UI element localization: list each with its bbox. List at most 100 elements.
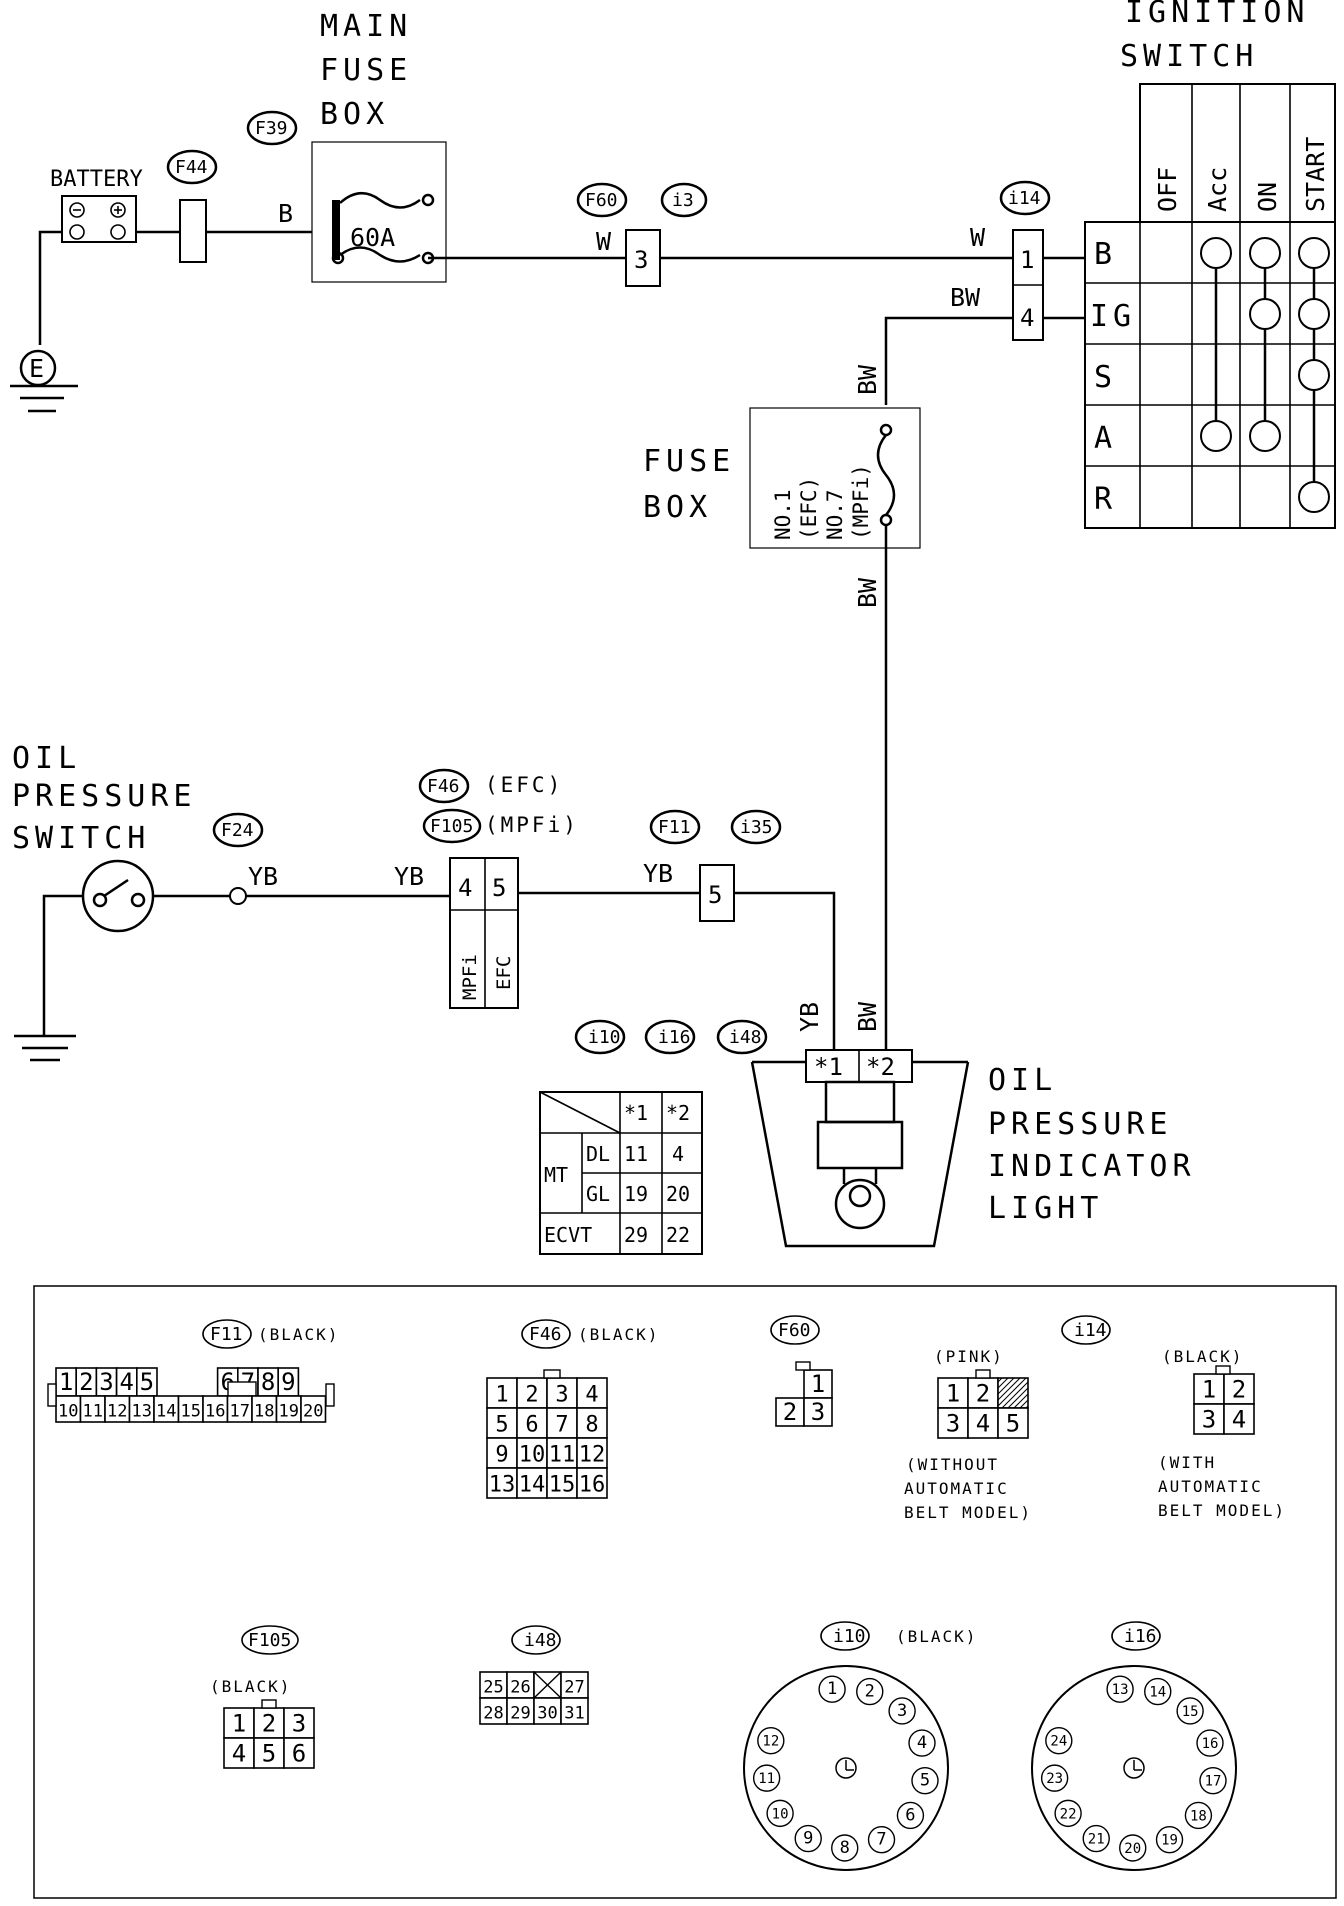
main-fuse-box-label-3: BOX — [320, 97, 389, 132]
pin-cell — [576, 1437, 608, 1469]
mpfi-vertical: MPFi — [459, 954, 481, 1000]
f60-pin: 3 — [634, 246, 648, 274]
view-i14-pink: (PINK) — [934, 1347, 1004, 1366]
pin-number: 1 — [59, 1368, 73, 1396]
wire-yb-1: YB — [248, 862, 278, 891]
pin-number: 2 — [976, 1379, 990, 1407]
pin-number: 6 — [525, 1412, 538, 1437]
f60-connector — [625, 229, 661, 287]
round-pin — [757, 1726, 785, 1755]
connector-views-panel — [33, 1285, 1337, 1899]
round-pin — [1045, 1726, 1073, 1755]
pin-cell — [486, 1407, 518, 1439]
pin-number: 2 — [262, 1709, 276, 1737]
table-header-2: *2 — [666, 1101, 690, 1125]
pin-number: 25 — [483, 1677, 503, 1697]
ign-term-b: B — [1094, 237, 1117, 272]
pin-cell — [516, 1407, 548, 1439]
connector-f11: F11 — [658, 817, 691, 838]
ign-term-r: R — [1094, 482, 1117, 517]
round-pin — [888, 1697, 916, 1725]
round-pin-number: 18 — [1190, 1808, 1207, 1824]
pin-cell — [55, 1395, 82, 1423]
round-pin — [752, 1764, 781, 1792]
pin-number: 3 — [292, 1709, 306, 1737]
round-pin-number: 17 — [1205, 1774, 1222, 1790]
view-i14-with-2: AUTOMATIC — [1158, 1477, 1263, 1496]
pin-number: 8 — [261, 1368, 275, 1396]
view-f105-color: (BLACK) — [210, 1677, 291, 1696]
pin-cell — [251, 1395, 278, 1423]
pin-cell — [803, 1369, 833, 1399]
view-i10-name: i10 — [833, 1626, 866, 1647]
oil-pressure-switch: OIL PRESSURE SWITCH — [12, 741, 192, 933]
view-f46-color: (BLACK) — [578, 1325, 659, 1344]
connector-i14: i14 — [1008, 188, 1041, 209]
f46-f105-connector: 4 5 MPFi EFC — [449, 857, 519, 1009]
pin-number: 9 — [281, 1368, 295, 1396]
pin-cell — [177, 1395, 204, 1423]
fuse-box-fuse-7: NO.7 — [823, 489, 847, 540]
view-f11-name: F11 — [210, 1324, 243, 1345]
wire-bw-3: BW — [853, 577, 882, 608]
pin-cell — [1193, 1403, 1225, 1435]
ground-e-label: E — [29, 354, 44, 383]
fuse-box-label-2: BOX — [643, 490, 712, 525]
pin-number: 20 — [303, 1401, 323, 1421]
pin-number: 5 — [495, 1412, 508, 1437]
pin-number: 1 — [495, 1382, 508, 1407]
light-pin-2: *2 — [866, 1053, 895, 1081]
pin-cell — [283, 1737, 315, 1769]
pin-cell — [226, 1395, 253, 1423]
connector-i3: i3 — [672, 190, 694, 211]
light-pin-1: *1 — [814, 1053, 843, 1081]
round-pin — [818, 1675, 846, 1703]
pin-number: 3 — [1202, 1405, 1216, 1433]
pin-number: 2 — [525, 1382, 538, 1407]
round-pin-number: 20 — [1124, 1841, 1141, 1857]
pin-number: 12 — [107, 1401, 127, 1421]
pin-number: 1 — [946, 1379, 960, 1407]
main-fuse-box-label-2: FUSE — [320, 53, 412, 88]
table-ecvt-1: 29 — [624, 1223, 648, 1247]
round-pin-number: 4 — [917, 1733, 927, 1753]
wire-bw-4: BW — [853, 1001, 882, 1032]
pin-number: 5 — [140, 1368, 154, 1396]
pin-number: 1 — [1202, 1375, 1216, 1403]
round-pin-number: 10 — [772, 1806, 789, 1822]
pin-cell — [486, 1377, 518, 1409]
round-pin-number: 1 — [827, 1679, 837, 1699]
pin-cell — [576, 1407, 608, 1439]
pin-number: 2 — [783, 1398, 797, 1426]
main-fuse-box-outline — [311, 141, 447, 283]
wire-yb-3: YB — [643, 859, 673, 888]
oil-pressure-indicator-light: *1 *2 OIL PRESSURE INDICATOR LIGHT — [750, 1049, 1191, 1248]
pin-number: 26 — [510, 1677, 530, 1697]
connector-f39: F39 — [255, 118, 288, 139]
pin-number: 12 — [579, 1442, 606, 1467]
pin-number: 3 — [555, 1382, 568, 1407]
f24-connector — [229, 887, 247, 905]
table-dl-1: 11 — [624, 1142, 648, 1166]
pin-number: 10 — [58, 1401, 78, 1421]
table-row-dl: DL — [586, 1142, 610, 1166]
round-pin-number: 19 — [1161, 1833, 1178, 1849]
connector-f46: F46 — [427, 776, 460, 797]
pin-number: 2 — [1232, 1375, 1246, 1403]
f105-mpfi-tag: (MPFi) — [485, 813, 579, 837]
battery: BATTERY — [50, 167, 143, 243]
pin-number: 16 — [205, 1401, 225, 1421]
view-f11: F11 (BLACK) 1234567891011121314151617181… — [47, 1319, 337, 1423]
round-pin-number: 16 — [1202, 1736, 1219, 1752]
round-pin — [1119, 1834, 1147, 1862]
table-dl-2: 4 — [672, 1142, 684, 1166]
pin-cell — [283, 1707, 315, 1739]
view-i14-with-3: BELT MODEL) — [1158, 1501, 1286, 1520]
ign-pos-on: ON — [1253, 182, 1282, 212]
